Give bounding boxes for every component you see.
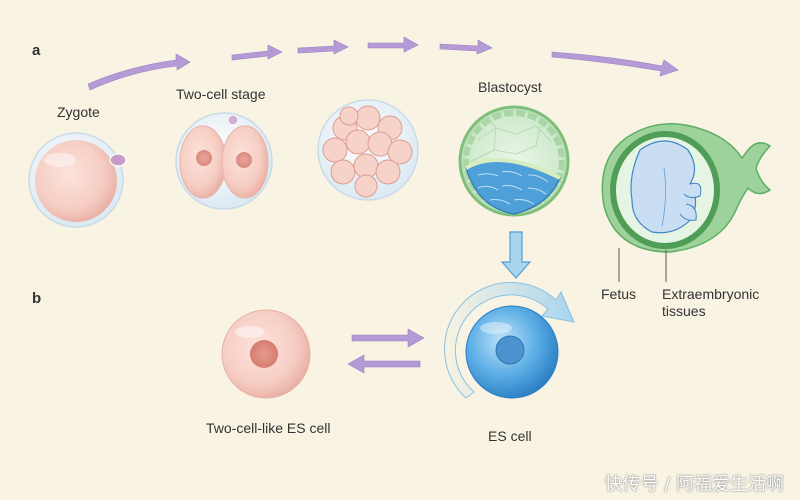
fetus-illustration xyxy=(601,123,772,253)
development-arrows xyxy=(87,36,679,91)
morula-embryo xyxy=(317,99,419,201)
zygote-cell xyxy=(28,132,127,228)
arrow-6 xyxy=(551,51,679,77)
fetus-label: Fetus xyxy=(601,286,637,302)
extraembryonic-label-line1: Extraembryonic xyxy=(662,286,760,302)
two-cell-like-es-cell xyxy=(221,309,311,399)
interconversion-arrows xyxy=(347,328,425,374)
arrow-2 xyxy=(231,44,283,61)
arrow-3 xyxy=(297,39,349,55)
watermark-text: 快传号 / 阿福爱生活啊 xyxy=(604,474,784,495)
panel-a-label: a xyxy=(32,42,41,59)
arrow-1 xyxy=(87,53,191,91)
zygote-label: Zygote xyxy=(57,104,100,120)
panel-b-label: b xyxy=(32,290,42,307)
two-cell-like-es-cell-label: Two-cell-like ES cell xyxy=(206,420,331,436)
blastocyst-embryo xyxy=(458,105,570,217)
arrow-4 xyxy=(367,36,419,53)
blastocyst-label: Blastocyst xyxy=(478,79,542,95)
arrow-to-es-cell xyxy=(351,328,425,348)
es-cell xyxy=(443,282,575,399)
extraembryonic-label-line2: tissues xyxy=(662,303,706,319)
arrow-to-two-cell-like xyxy=(347,354,421,374)
two-cell-embryo xyxy=(175,112,273,210)
es-cell-label: ES cell xyxy=(488,428,532,444)
arrow-5 xyxy=(439,39,493,55)
two-cell-stage-label: Two-cell stage xyxy=(176,86,266,102)
arrow-down-to-es-cell xyxy=(500,231,532,279)
self-renewal-cycle-arrow xyxy=(443,282,575,399)
label-leader-lines xyxy=(618,248,667,282)
